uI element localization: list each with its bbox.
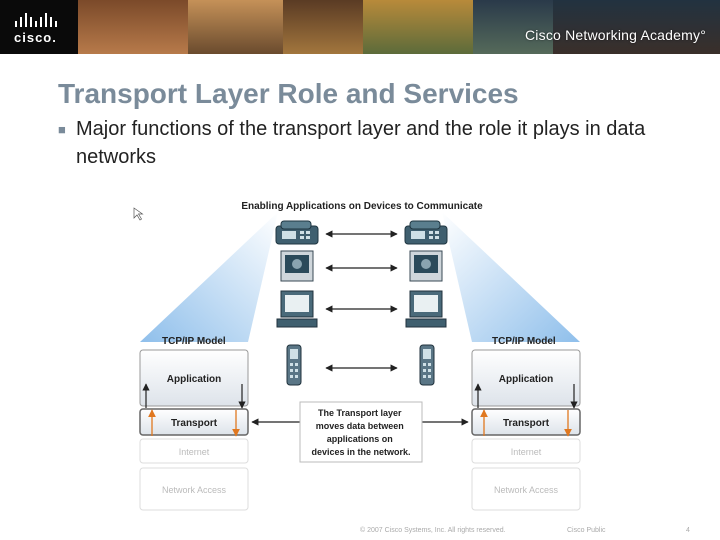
- computer-icon: [276, 290, 318, 328]
- right-projection: [442, 212, 580, 342]
- callout-text: The Transport layer moves data between a…: [311, 408, 410, 457]
- handheld-phone-icon: [419, 344, 435, 386]
- layer-label: Application: [499, 374, 553, 385]
- bullet-text: Major functions of the transport layer a…: [76, 118, 646, 168]
- layer-label: Network Access: [162, 485, 227, 495]
- bullet-item: ■ Major functions of the transport layer…: [58, 115, 678, 171]
- callout-line: applications on: [327, 434, 393, 444]
- layer-label: Internet: [179, 447, 210, 457]
- model-title: TCP/IP Model: [162, 336, 226, 347]
- page-number: 4: [686, 527, 690, 534]
- cisco-logo: cisco.: [0, 0, 78, 54]
- banner-photo: [553, 0, 720, 54]
- callout-line: moves data between: [316, 421, 404, 431]
- layer-network-access: [471, 467, 581, 511]
- copyright-text: © 2007 Cisco Systems, Inc. All rights re…: [360, 527, 506, 534]
- bullet-square-icon: ■: [58, 122, 66, 137]
- layer-network-access: [139, 467, 249, 511]
- cisco-wordmark: cisco.: [14, 30, 57, 45]
- ip-phone-icon: [275, 220, 319, 245]
- layer-transport: [471, 408, 581, 436]
- academy-wordmark: Cisco Networking Academy°: [525, 27, 706, 43]
- layer-label: Internet: [511, 447, 542, 457]
- computer-icon: [405, 290, 447, 328]
- layer-label: Transport: [171, 418, 218, 429]
- banner-photo: [283, 0, 363, 54]
- layer-label: Transport: [503, 418, 550, 429]
- ip-phone-icon: [404, 220, 448, 245]
- layer-transport: [139, 408, 249, 436]
- banner-photo: [473, 0, 553, 54]
- model-title: TCP/IP Model: [492, 336, 556, 347]
- banner-photo: [188, 0, 283, 54]
- left-projection: [140, 212, 278, 342]
- handheld-phone-icon: [286, 344, 302, 386]
- header-banner: cisco. Cisco Networking Academy°: [0, 0, 720, 54]
- callout-line: The Transport layer: [318, 408, 402, 418]
- layer-application: [139, 349, 249, 407]
- video-monitor-icon: [409, 250, 443, 282]
- layer-label: Application: [167, 374, 221, 385]
- banner-photo: [363, 0, 473, 54]
- layer-application: [471, 349, 581, 407]
- slide-title: Transport Layer Role and Services: [58, 78, 519, 109]
- callout-box: [299, 401, 423, 463]
- right-tcpip-model: TCP/IP Model Application Transport Inter…: [471, 336, 581, 511]
- classification-text: Cisco Public: [567, 527, 606, 534]
- cursor-icon: [133, 207, 144, 221]
- cisco-bars-icon: [15, 13, 57, 27]
- video-monitor-icon: [280, 250, 314, 282]
- left-tcpip-model: TCP/IP Model Application Transport Inter…: [139, 336, 249, 511]
- diagram-heading: Enabling Applications on Devices to Comm…: [241, 201, 483, 212]
- layer-label: Network Access: [494, 485, 559, 495]
- layer-internet: [139, 438, 249, 464]
- callout-line: devices in the network.: [311, 447, 410, 457]
- banner-photo: [78, 0, 188, 54]
- layer-internet: [471, 438, 581, 464]
